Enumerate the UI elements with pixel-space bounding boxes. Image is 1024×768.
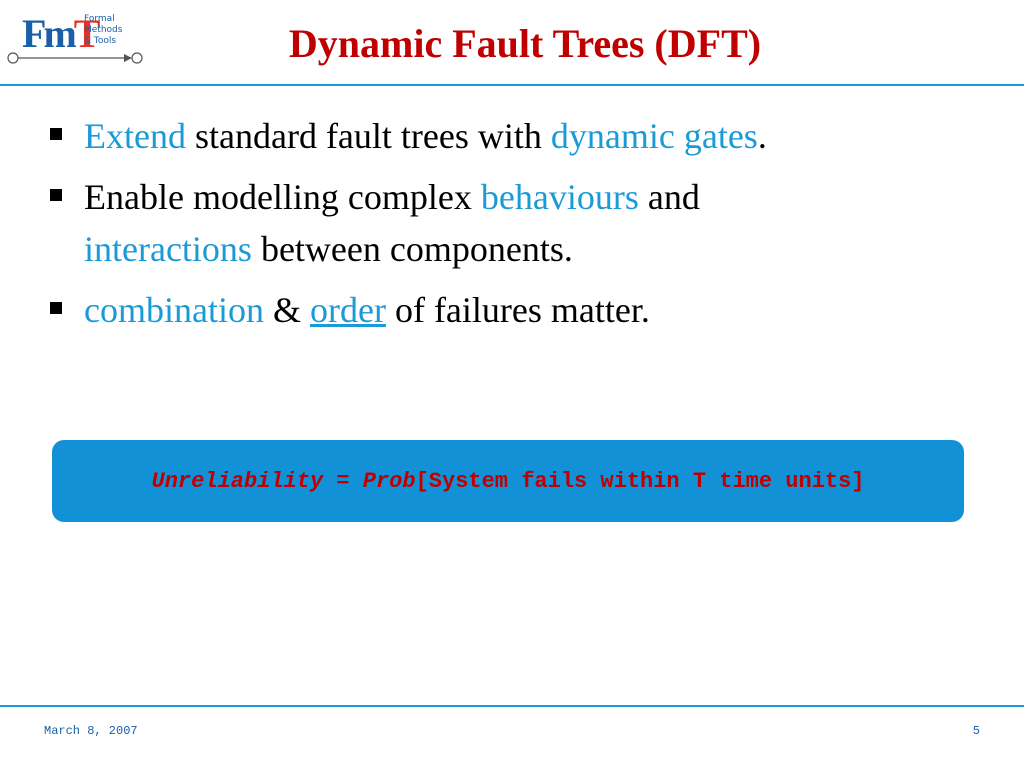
keyword-behaviours: behaviours xyxy=(480,177,639,217)
formula-prob: Prob xyxy=(362,468,416,494)
unreliability-formula-box: Unreliability = Prob[System fails within… xyxy=(52,440,964,522)
square-bullet-icon xyxy=(50,302,62,314)
page-number: 5 xyxy=(972,724,980,738)
square-bullet-icon xyxy=(50,128,62,140)
formula-body: [System fails within T time units] xyxy=(415,468,865,494)
bullet-text: & xyxy=(263,290,310,330)
bullet-text: Enable modelling complex xyxy=(84,177,481,217)
header-divider xyxy=(0,84,1024,86)
bullet-item: Extend standard fault trees with dynamic… xyxy=(48,110,978,162)
keyword-dynamic-gates: dynamic gates xyxy=(550,116,758,156)
slide-title: Dynamic Fault Trees (DFT) xyxy=(288,21,762,66)
formula-text: Unreliability = Prob[System fails within… xyxy=(152,469,865,494)
bullet-item: Enable modelling complex behaviours and … xyxy=(48,171,978,275)
keyword-extend: Extend xyxy=(84,116,186,156)
bullet-text: standard fault trees with xyxy=(185,116,551,156)
square-bullet-icon xyxy=(50,189,62,201)
keyword-interactions: interactions xyxy=(84,229,252,269)
logo-mark: FmT xyxy=(22,11,100,56)
formula-term: Unreliability xyxy=(151,468,324,494)
footer-date: March 8, 2007 xyxy=(44,724,138,738)
keyword-combination: combination xyxy=(84,290,264,330)
logo-line-graphic xyxy=(7,52,143,64)
bullet-item: combination & order of failures matter. xyxy=(48,284,978,336)
bullet-text: between components. xyxy=(251,229,573,269)
formula-equals: = xyxy=(323,468,363,494)
bullet-text: . xyxy=(757,116,767,156)
bullet-text: and xyxy=(638,177,700,217)
order-link[interactable]: order xyxy=(309,290,386,330)
bullet-list: Extend standard fault trees with dynamic… xyxy=(48,110,978,345)
bullet-text: of failures matter. xyxy=(385,290,650,330)
footer-divider xyxy=(0,705,1024,707)
logo-subtitle: Formal Methods & Tools xyxy=(84,14,123,46)
fmt-logo: FmT Formal Methods & Tools xyxy=(6,8,146,70)
